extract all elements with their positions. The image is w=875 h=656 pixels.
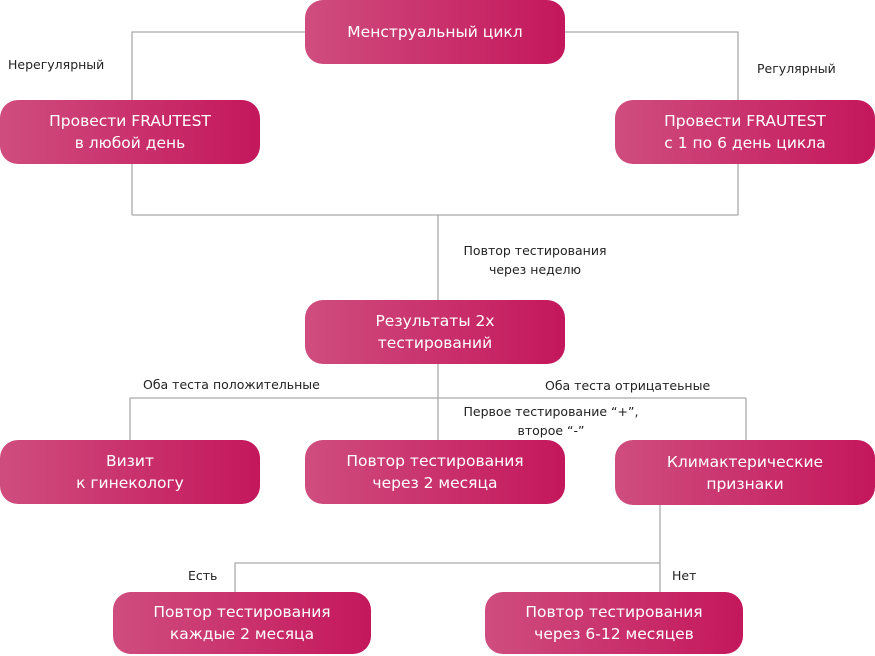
label-no: Нет <box>672 568 697 583</box>
connector-cycle-right <box>565 31 739 100</box>
label-both-positive: Оба теста положительные <box>143 377 320 392</box>
connector-cycle-left <box>131 31 305 100</box>
label-mixed-results: Первое тестирование “+”, второе “-” <box>463 404 639 438</box>
node-repeat-2-months: Повтор тестирования через 2 месяца <box>305 440 565 504</box>
label-both-negative: Оба теста отрицатеьные <box>545 378 711 393</box>
node-repeat-6-12-months: Повтор тестирования через 6-12 месяцев <box>485 592 743 654</box>
label-yes: Есть <box>188 568 218 583</box>
node-results-two-tests: Результаты 2х тестирований <box>305 300 565 364</box>
label-regular: Регулярный <box>757 61 836 76</box>
node-climacteric-signs: Климактерические признаки <box>615 440 875 505</box>
label-irregular: Нерегулярный <box>8 57 105 72</box>
connector-yes-branch <box>234 562 660 592</box>
node-test-day-1-6: Провести FRAUTEST с 1 по 6 день цикла <box>615 100 875 164</box>
node-test-any-day: Провести FRAUTEST в любой день <box>0 100 260 164</box>
node-menstrual-cycle: Менструальный цикл <box>305 0 565 64</box>
label-repeat-week: Повтор тестирования через неделю <box>463 243 607 277</box>
node-repeat-every-2-months: Повтор тестирования каждые 2 месяца <box>113 592 371 654</box>
node-visit-gynecologist: Визит к гинекологу <box>0 440 260 504</box>
